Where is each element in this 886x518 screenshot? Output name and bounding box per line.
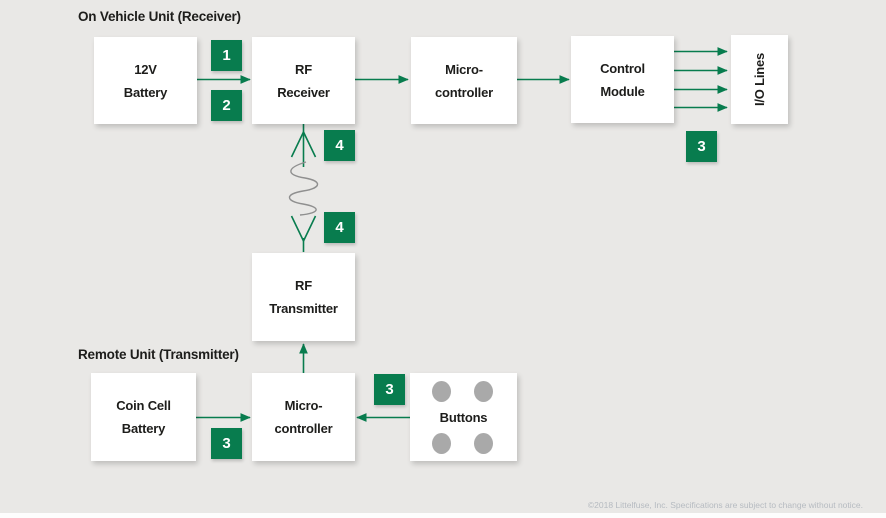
copyright-text: ©2018 Littelfuse, Inc. Specifications ar… (587, 500, 863, 510)
block-label-line: RF (295, 278, 312, 293)
badge-4-transmitter: 4 (324, 212, 355, 243)
block-io-lines: I/O Lines (731, 35, 788, 124)
block-label-line: controller (274, 421, 333, 436)
block-control-module: Control Module (571, 36, 674, 123)
button-oval-icon (432, 433, 451, 454)
block-label-line: Control (600, 60, 645, 76)
receiver-antenna-icon (290, 122, 317, 167)
block-label-line: I/O Lines (751, 52, 767, 107)
block-label-line: Battery (121, 421, 166, 436)
block-buttons: Buttons (410, 373, 517, 461)
block-label-line: controller (435, 84, 493, 100)
block-label-line: Receiver (277, 84, 330, 100)
block-microcontroller-receiver: Micro- controller (411, 37, 517, 124)
badge-3-coin: 3 (211, 428, 242, 459)
transmitter-antenna-icon (290, 215, 317, 252)
badge-3-buttons: 3 (374, 374, 405, 405)
button-oval-icon (474, 381, 493, 402)
block-label-line: Micro- (445, 61, 483, 77)
transmitter-section-title: Remote Unit (Transmitter) (78, 347, 239, 362)
badge-1: 1 (211, 40, 242, 71)
block-label-line: Module (600, 83, 645, 99)
block-label-line: 12V (134, 61, 157, 77)
block-coin-cell-battery: Coin Cell Battery (91, 373, 196, 461)
button-oval-icon (432, 381, 451, 402)
block-label-line: Coin Cell (116, 398, 171, 413)
block-label-line: Micro- (284, 398, 323, 413)
block-label-line: Battery (123, 84, 168, 100)
block-microcontroller-remote: Micro- controller (252, 373, 355, 461)
rf-wave-icon (288, 161, 319, 216)
receiver-section-title: On Vehicle Unit (Receiver) (78, 9, 241, 24)
button-oval-icon (474, 433, 493, 454)
block-label-line: Buttons (439, 409, 488, 425)
block-label-line: Transmitter (269, 301, 338, 316)
badge-2: 2 (211, 90, 242, 121)
block-rf-transmitter: RF Transmitter (252, 253, 355, 341)
badge-3-io: 3 (686, 131, 717, 162)
block-rf-receiver: RF Receiver (252, 37, 355, 124)
block-label-line: RF (295, 61, 312, 77)
badge-4-receiver: 4 (324, 130, 355, 161)
block-12v-battery: 12V Battery (94, 37, 197, 124)
bottom-divider (0, 513, 886, 518)
